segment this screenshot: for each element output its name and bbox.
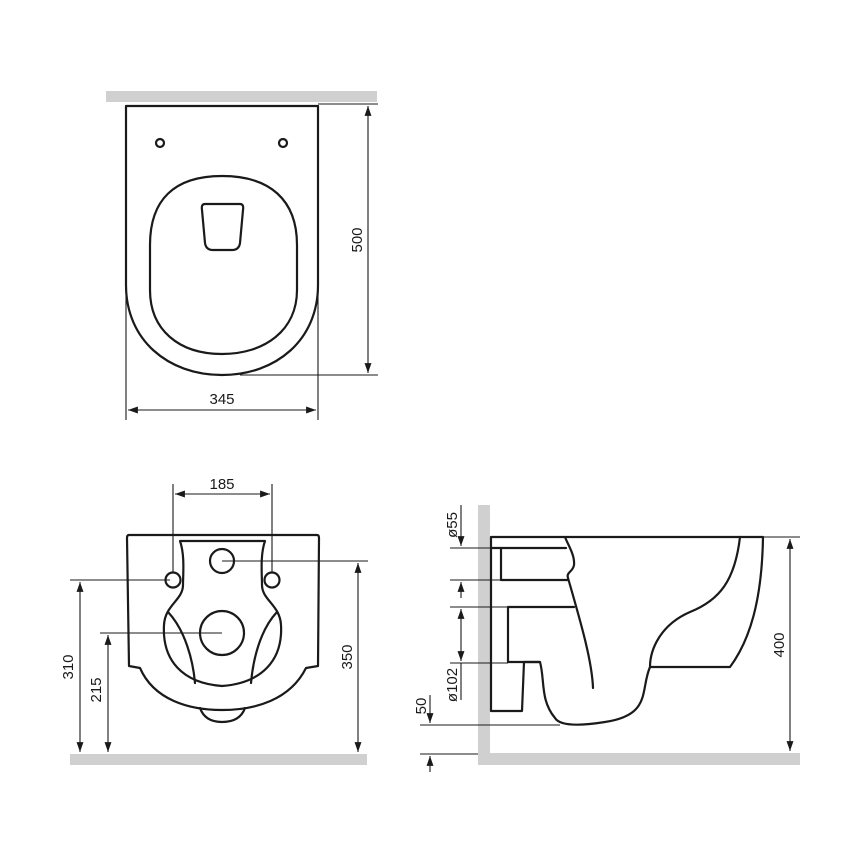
top-view: 500 345	[106, 91, 378, 420]
fixing-hole-right	[263, 571, 281, 589]
inlet-height-label: 350	[339, 644, 356, 669]
mounting-plate-outline	[162, 539, 283, 688]
wall-bar	[478, 505, 490, 765]
width-label: 345	[209, 391, 234, 408]
hole-spacing-label: 185	[209, 476, 234, 493]
bowl-inner-curve	[648, 535, 742, 669]
wall-bar	[106, 91, 377, 102]
seat-hinge-hole	[277, 137, 289, 149]
side-view: 400 ø55 ø102 50	[413, 505, 800, 772]
floor-bar	[478, 753, 800, 765]
outlet-pipe	[506, 605, 576, 664]
bowl-outline	[124, 104, 320, 377]
outlet-height-label: 215	[88, 677, 105, 702]
inlet-diameter-label: ø55	[444, 512, 461, 538]
depth-label: 500	[349, 227, 366, 252]
fixing-height-label: 310	[60, 654, 77, 679]
side-outline	[489, 535, 765, 726]
front-view: 185 310 215 350	[60, 476, 368, 765]
drain-tab	[198, 706, 247, 724]
seat-outline	[148, 174, 299, 356]
lid-handle	[200, 202, 245, 252]
outlet-diameter-label: ø102	[444, 668, 461, 702]
inlet-pipe	[489, 546, 570, 582]
seat-hinge-hole	[154, 137, 166, 149]
height-label: 400	[771, 632, 788, 657]
front-outline	[125, 533, 321, 712]
trapway-curve	[563, 535, 595, 690]
floor-clearance-label: 50	[413, 698, 430, 715]
floor-bar	[70, 754, 367, 765]
